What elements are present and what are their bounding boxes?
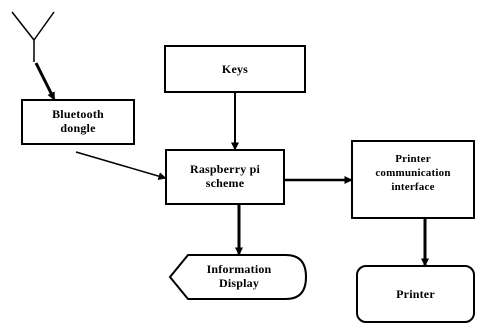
raspberry-pi-line2: scheme	[205, 176, 245, 190]
raspberry-pi-box	[165, 149, 285, 205]
bluetooth-dongle-label: Bluetooth dongle	[22, 107, 134, 135]
printer-interface-label: Printer communication interface	[352, 152, 474, 194]
information-display-line2: Display	[218, 276, 260, 290]
information-display-shape	[168, 254, 308, 300]
bluetooth-dongle-line1: Bluetooth	[52, 107, 104, 121]
information-display-line1: Information	[206, 262, 272, 276]
bluetooth-dongle-box	[21, 99, 135, 145]
keys-text: Keys	[221, 62, 249, 76]
printer-interface-box	[351, 140, 475, 219]
keys-label: Keys	[165, 62, 305, 76]
information-display-label: Information Display	[184, 262, 294, 290]
arrow-bluetooth-to-raspberry	[75, 151, 167, 181]
bluetooth-dongle-line2: dongle	[60, 121, 96, 135]
printer-interface-line1: Printer	[395, 153, 431, 165]
arrow-antenna-to-bluetooth	[34, 62, 56, 101]
printer-box	[356, 265, 475, 323]
antenna-icon	[11, 11, 55, 62]
keys-box	[164, 45, 306, 93]
raspberry-pi-label: Raspberry pi scheme	[166, 162, 284, 190]
printer-label: Printer	[357, 287, 474, 301]
raspberry-pi-line1: Raspberry pi	[189, 162, 261, 176]
printer-text: Printer	[396, 287, 435, 301]
printer-interface-line2: communication	[375, 167, 451, 179]
printer-interface-line3: interface	[391, 181, 435, 193]
